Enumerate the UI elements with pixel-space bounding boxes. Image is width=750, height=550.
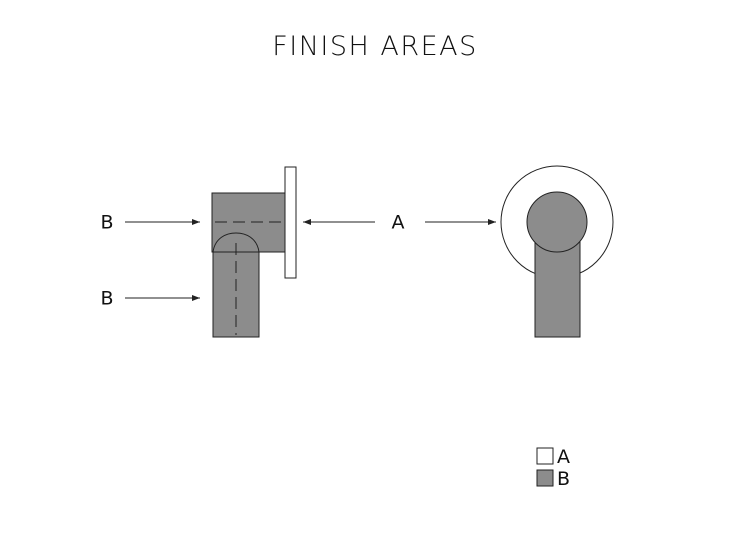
legend-swatch-b [536, 469, 554, 487]
legend-label-a: A [557, 446, 570, 468]
legend: A B [536, 446, 570, 490]
side-view [211, 166, 297, 338]
legend-swatch-a [536, 447, 554, 465]
front-view [500, 165, 614, 338]
callout-b-upper: B [100, 212, 113, 234]
legend-label-b: B [557, 468, 570, 490]
callout-arrows [125, 219, 496, 301]
callout-b-lower: B [100, 288, 113, 310]
callout-a: A [392, 212, 405, 234]
diagram-title: FINISH AREAS [272, 31, 478, 62]
side-view-flange [284, 166, 297, 279]
side-view-arm-joint [212, 232, 260, 253]
front-view-hub [526, 191, 588, 253]
